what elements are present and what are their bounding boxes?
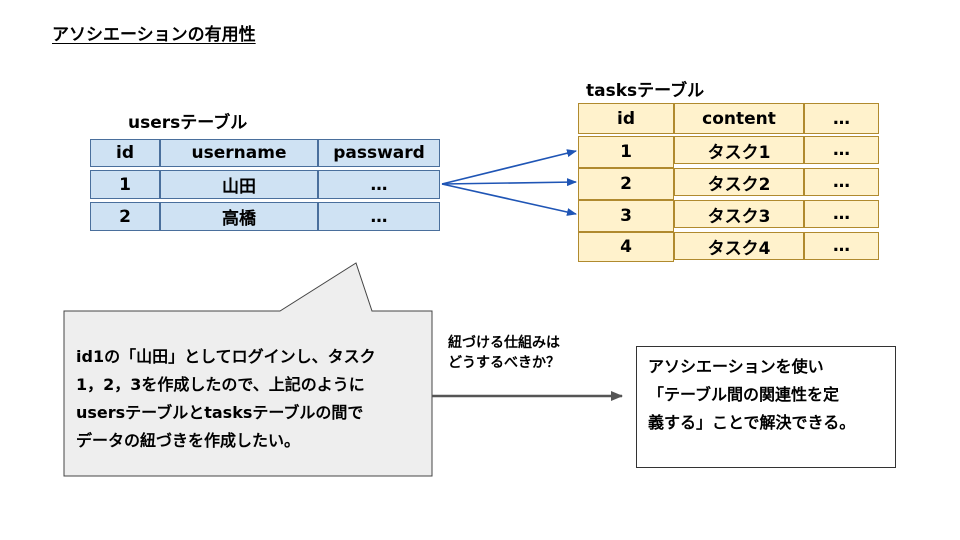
tasks-header-more: … — [804, 103, 879, 134]
tasks-row-4-id: 4 — [578, 232, 674, 262]
tasks-row-1-more: … — [804, 136, 879, 164]
users-header-passward: passward — [318, 139, 440, 167]
question-text: 紐づける仕組みは どうするべきか？ — [448, 335, 560, 371]
users-row-1-passward: … — [318, 170, 440, 199]
link-arrow-task-3 — [441, 183, 577, 216]
tasks-row-2-content: タスク2 — [674, 168, 804, 196]
tasks-row-3-content: タスク3 — [674, 200, 804, 228]
tasks-header-id: id — [578, 103, 674, 134]
users-table-label: usersテーブル — [128, 113, 248, 133]
users-row-2-passward: … — [318, 202, 440, 231]
bubble-text: id1の「山田」としてログインし、タスク 1，2，3を作成したので、上記のように… — [76, 347, 376, 450]
tasks-row-3-more: … — [804, 200, 879, 228]
link-arrow-task-1 — [441, 149, 577, 185]
tasks-table-label: tasksテーブル — [586, 81, 705, 101]
tasks-row-2-more: … — [804, 168, 879, 196]
users-row-2-id: 2 — [90, 202, 160, 231]
users-row-2-username: 高橋 — [160, 202, 318, 231]
users-row-1-username: 山田 — [160, 170, 318, 199]
answer-box — [636, 346, 896, 468]
tasks-row-4-more: … — [804, 232, 879, 260]
answer-text: アソシエーションを使い 「テーブル間の関連性を定 義する」ことで解決できる。 — [648, 357, 856, 432]
users-row-1-id: 1 — [90, 170, 160, 199]
link-arrow-task-2 — [441, 178, 577, 187]
speech-bubble — [63, 262, 433, 477]
tasks-row-2-id: 2 — [578, 168, 674, 200]
tasks-row-1-id: 1 — [578, 136, 674, 168]
tasks-row-4-content: タスク4 — [674, 232, 804, 260]
users-header-id: id — [90, 139, 160, 167]
users-header-username: username — [160, 139, 318, 167]
tasks-row-3-id: 3 — [578, 200, 674, 232]
tasks-header-content: content — [674, 103, 804, 134]
slide-title: アソシエーションの有用性 — [52, 25, 256, 45]
tasks-row-1-content: タスク1 — [674, 136, 804, 164]
